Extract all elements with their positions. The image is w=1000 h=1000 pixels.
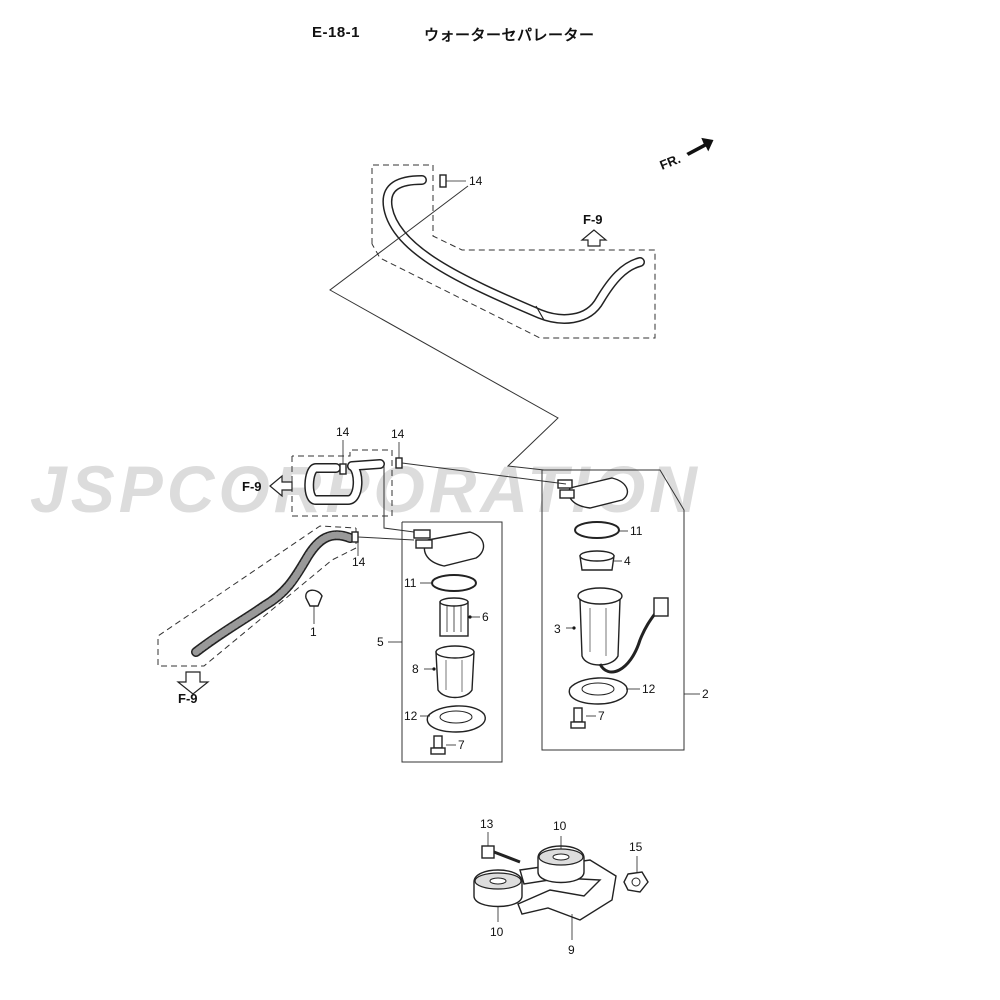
middle-bolt-icon bbox=[433, 735, 443, 749]
label-3: 3 bbox=[554, 622, 561, 636]
bracket-bolt-icon bbox=[481, 845, 495, 859]
ref-f9-bottom: F-9 bbox=[178, 691, 198, 706]
label-9: 9 bbox=[568, 943, 575, 957]
lower-hose-group: 14 1 F-9 bbox=[157, 525, 415, 706]
label-1: 1 bbox=[310, 625, 317, 639]
bolt-icon bbox=[573, 707, 583, 723]
middle-hose-group: 14 14 F-9 bbox=[242, 425, 567, 533]
middle-filter-assembly: 5 11 6 8 bbox=[377, 521, 503, 763]
label-12-mid: 12 bbox=[404, 709, 418, 723]
diagram-title: ウォーターセパレーター bbox=[424, 26, 595, 44]
filter-cup-icon bbox=[579, 599, 621, 666]
ref-f9-left: F-9 bbox=[242, 479, 262, 494]
label-11-right: 11 bbox=[630, 524, 643, 538]
label-8: 8 bbox=[412, 662, 419, 676]
label-14-low: 14 bbox=[352, 555, 366, 569]
label-7-mid: 7 bbox=[458, 738, 465, 752]
label-14-mid-a: 14 bbox=[336, 425, 350, 439]
clip-icon bbox=[439, 174, 447, 188]
ref-f9-top: F-9 bbox=[583, 212, 603, 227]
up-arrow-icon bbox=[580, 229, 608, 247]
o-ring-icon bbox=[574, 521, 620, 539]
upper-hose-group: 14 F-9 bbox=[371, 164, 656, 339]
label-11-mid: 11 bbox=[404, 576, 417, 590]
label-14-mid-b: 14 bbox=[391, 427, 405, 441]
label-5: 5 bbox=[377, 635, 384, 649]
label-14-top: 14 bbox=[469, 174, 483, 188]
diagram-code: E-18-1 bbox=[312, 24, 361, 41]
label-13: 13 bbox=[480, 817, 494, 831]
bracket-group: 13 9 10 10 15 bbox=[473, 817, 649, 957]
middle-o-ring-icon bbox=[431, 574, 477, 592]
middle-cup-icon bbox=[435, 651, 475, 699]
label-2: 2 bbox=[702, 687, 709, 701]
label-6: 6 bbox=[482, 610, 489, 624]
label-15: 15 bbox=[629, 840, 643, 854]
label-10-bottom: 10 bbox=[490, 925, 504, 939]
middle-head-icon bbox=[423, 531, 485, 567]
down-arrow-icon bbox=[176, 671, 210, 695]
front-direction-arrow-icon: FR. bbox=[658, 137, 714, 173]
left-arrow-icon bbox=[269, 474, 293, 498]
hose-clamp-icon bbox=[305, 589, 323, 607]
label-4: 4 bbox=[624, 554, 631, 568]
label-10-top: 10 bbox=[553, 819, 567, 833]
front-label: FR. bbox=[658, 151, 683, 173]
label-12-right: 12 bbox=[642, 682, 656, 696]
sensor-connector-icon bbox=[653, 597, 669, 617]
label-7-right: 7 bbox=[598, 709, 605, 723]
